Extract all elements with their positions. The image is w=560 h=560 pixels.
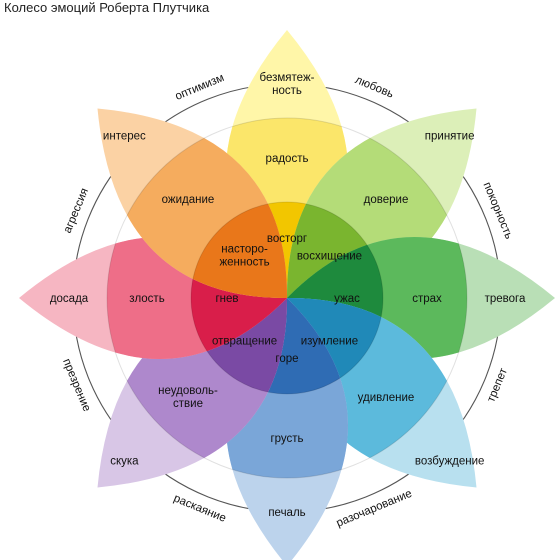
mid-ring xyxy=(106,117,468,479)
dyad-label: оптимизм xyxy=(174,72,227,103)
emotion-label: горе xyxy=(275,353,298,365)
emotion-label: принятие xyxy=(425,130,475,142)
wheel-labels: безмятеж-ность радость восторг принятие дове… xyxy=(50,72,526,519)
emotion-label: изумление xyxy=(301,335,358,347)
wheel-petals xyxy=(19,30,555,560)
emotion-label: радость xyxy=(266,153,309,165)
emotion-label: печаль xyxy=(268,507,305,519)
petal-5 xyxy=(97,297,288,488)
dyad-label: трепет xyxy=(485,366,510,404)
dyad-label: презрение xyxy=(60,357,93,413)
emotion-label: интерес xyxy=(103,130,146,142)
emotion-label: насторо-женность xyxy=(219,244,269,269)
emotion-label: отвращение xyxy=(212,335,277,347)
emotion-label: ужас xyxy=(334,293,360,305)
dyad-label: раскаяние xyxy=(172,492,228,524)
emotion-label: скука xyxy=(110,456,139,468)
petal-7 xyxy=(97,108,288,299)
emotion-label: грусть xyxy=(270,433,303,445)
emotion-label: злость xyxy=(129,293,164,305)
dyad-label: покорность xyxy=(481,181,515,241)
emotion-label: ожидание xyxy=(162,194,215,206)
page-title: Колесо эмоций Роберта Плутчика xyxy=(4,0,210,15)
petal-1 xyxy=(286,108,477,299)
emotion-label: безмятеж-ность xyxy=(260,72,315,97)
emotion-label: тревога xyxy=(485,293,526,305)
dyad-label: агрессия xyxy=(62,187,91,236)
emotion-label: гнев xyxy=(215,293,238,305)
emotion-label: страх xyxy=(412,293,442,305)
petal-3 xyxy=(286,297,477,488)
emotion-label: восторг xyxy=(267,233,307,245)
emotion-label: доверие xyxy=(364,194,409,206)
emotion-label: возбуждение xyxy=(415,456,485,468)
inner-ring xyxy=(190,201,384,395)
emotion-label: удивление xyxy=(358,392,415,404)
emotion-label: восхищение xyxy=(297,251,362,263)
emotion-label: неудоволь-ствие xyxy=(158,385,218,410)
emotion-label: досада xyxy=(50,293,89,305)
